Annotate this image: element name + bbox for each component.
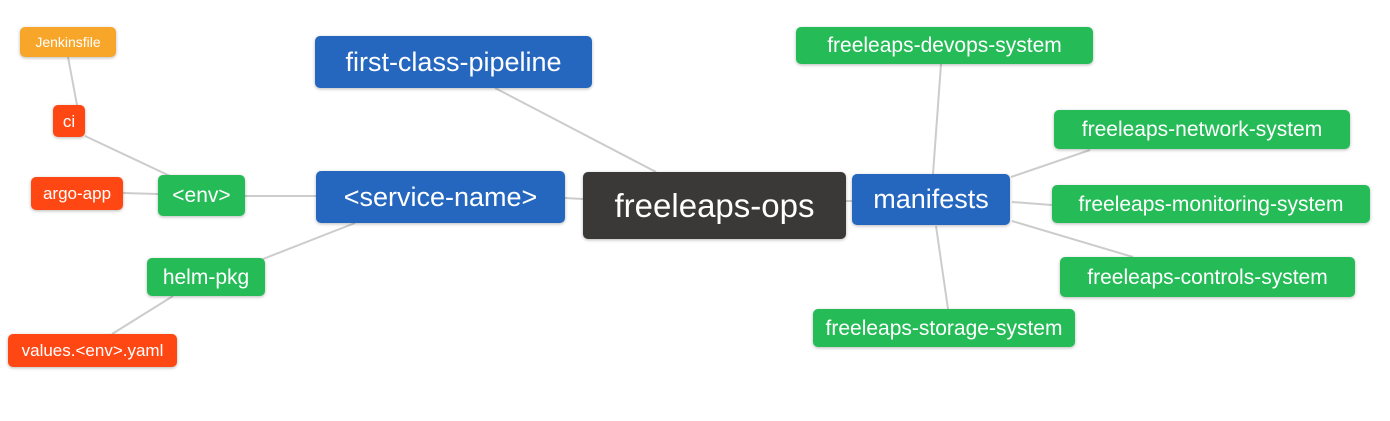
node-first-class-pipeline[interactable]: first-class-pipeline [315, 36, 592, 88]
connector-manifests-to-monitoring-system [1011, 201, 1053, 206]
node-helm-pkg[interactable]: helm-pkg [147, 258, 265, 296]
node-ci[interactable]: ci [53, 105, 85, 137]
node-service-name[interactable]: <service-name> [316, 171, 565, 223]
connector-jenkinsfile-to-ci [67, 56, 78, 106]
connector-values-env-yaml-to-helm-pkg [111, 295, 174, 335]
node-jenkinsfile[interactable]: Jenkinsfile [20, 27, 116, 57]
node-devops-system[interactable]: freeleaps-devops-system [796, 27, 1093, 64]
node-env[interactable]: <env> [158, 175, 245, 216]
connector-manifests-to-controls-system [1011, 220, 1134, 258]
node-freeleaps-ops[interactable]: freeleaps-ops [583, 172, 846, 239]
connector-manifests-to-storage-system [935, 225, 949, 310]
node-network-system[interactable]: freeleaps-network-system [1054, 110, 1350, 149]
node-manifests[interactable]: manifests [852, 174, 1010, 225]
connector-argo-app-to-env [122, 192, 159, 195]
node-storage-system[interactable]: freeleaps-storage-system [813, 309, 1075, 347]
connector-manifests-to-network-system [1010, 149, 1091, 178]
connector-service-name-to-freeleaps-ops [564, 197, 584, 200]
node-argo-app[interactable]: argo-app [31, 177, 123, 210]
node-controls-system[interactable]: freeleaps-controls-system [1060, 257, 1355, 297]
connector-first-class-pipeline-to-freeleaps-ops [494, 87, 657, 173]
connector-ci-to-env [84, 135, 171, 177]
connector-devops-system-to-manifests [932, 63, 942, 175]
node-monitoring-system[interactable]: freeleaps-monitoring-system [1052, 185, 1370, 223]
node-values-env-yaml[interactable]: values.<env>.yaml [8, 334, 177, 367]
connector-helm-pkg-to-service-name [262, 222, 356, 260]
